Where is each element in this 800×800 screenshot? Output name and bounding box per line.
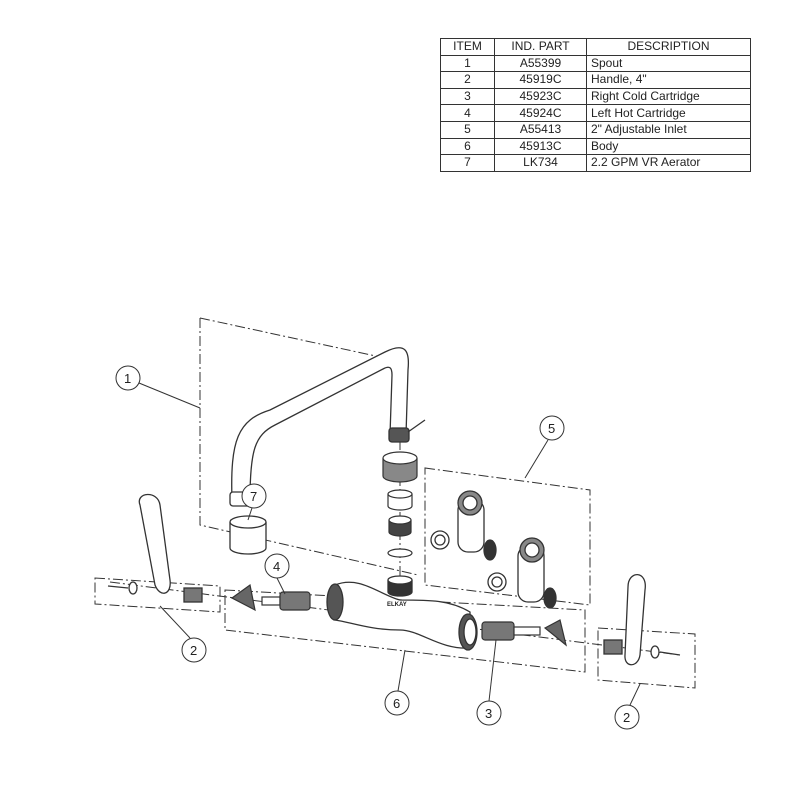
spout-group-top [199,317,386,359]
callout-left-handle: 2 [159,605,207,663]
callout-body: 6 [384,649,410,716]
body-group-outline [224,589,586,673]
faucet-body: ELKAY [326,575,478,651]
adjustable-inlets [430,490,557,609]
part-cell: LK734 [494,154,587,172]
callout-aerator: 7 [241,483,267,521]
description-cell: Handle, 4" [586,71,751,89]
svg-text:2: 2 [623,710,630,725]
svg-text:7: 7 [250,489,257,504]
svg-text:6: 6 [393,696,400,711]
svg-text:4: 4 [273,559,280,574]
callout-right-cartridge: 3 [476,639,502,726]
brand-mark: ELKAY [387,602,407,608]
inlet-group-outline [424,467,591,606]
callout-spout: 1 [115,365,201,409]
description-cell: 2" Adjustable Inlet [586,120,751,139]
group-outlines [94,317,696,689]
right-handle-group-outline [597,627,696,689]
svg-text:5: 5 [548,421,555,436]
callout-left-cartridge: 4 [264,553,290,595]
spout-nut-and-washers [382,451,418,558]
callout-inlet: 5 [524,415,565,479]
description-cell: 2.2 GPM VR Aerator [586,154,751,172]
description-cell: Left Hot Cartridge [586,104,751,122]
left-handle-group-outline [94,577,221,613]
right-cold-cartridge [481,619,567,647]
aerator [229,515,267,555]
part-cell: 45913C [494,137,587,156]
horizontal-axis [109,581,681,656]
left-handle [107,493,203,603]
callout-right-handle: 2 [614,683,641,730]
spout-group-outline [199,318,419,576]
svg-text:1: 1 [124,371,131,386]
right-handle [603,573,681,666]
left-hot-cartridge [230,583,311,612]
svg-text:2: 2 [190,643,197,658]
svg-text:3: 3 [485,706,492,721]
